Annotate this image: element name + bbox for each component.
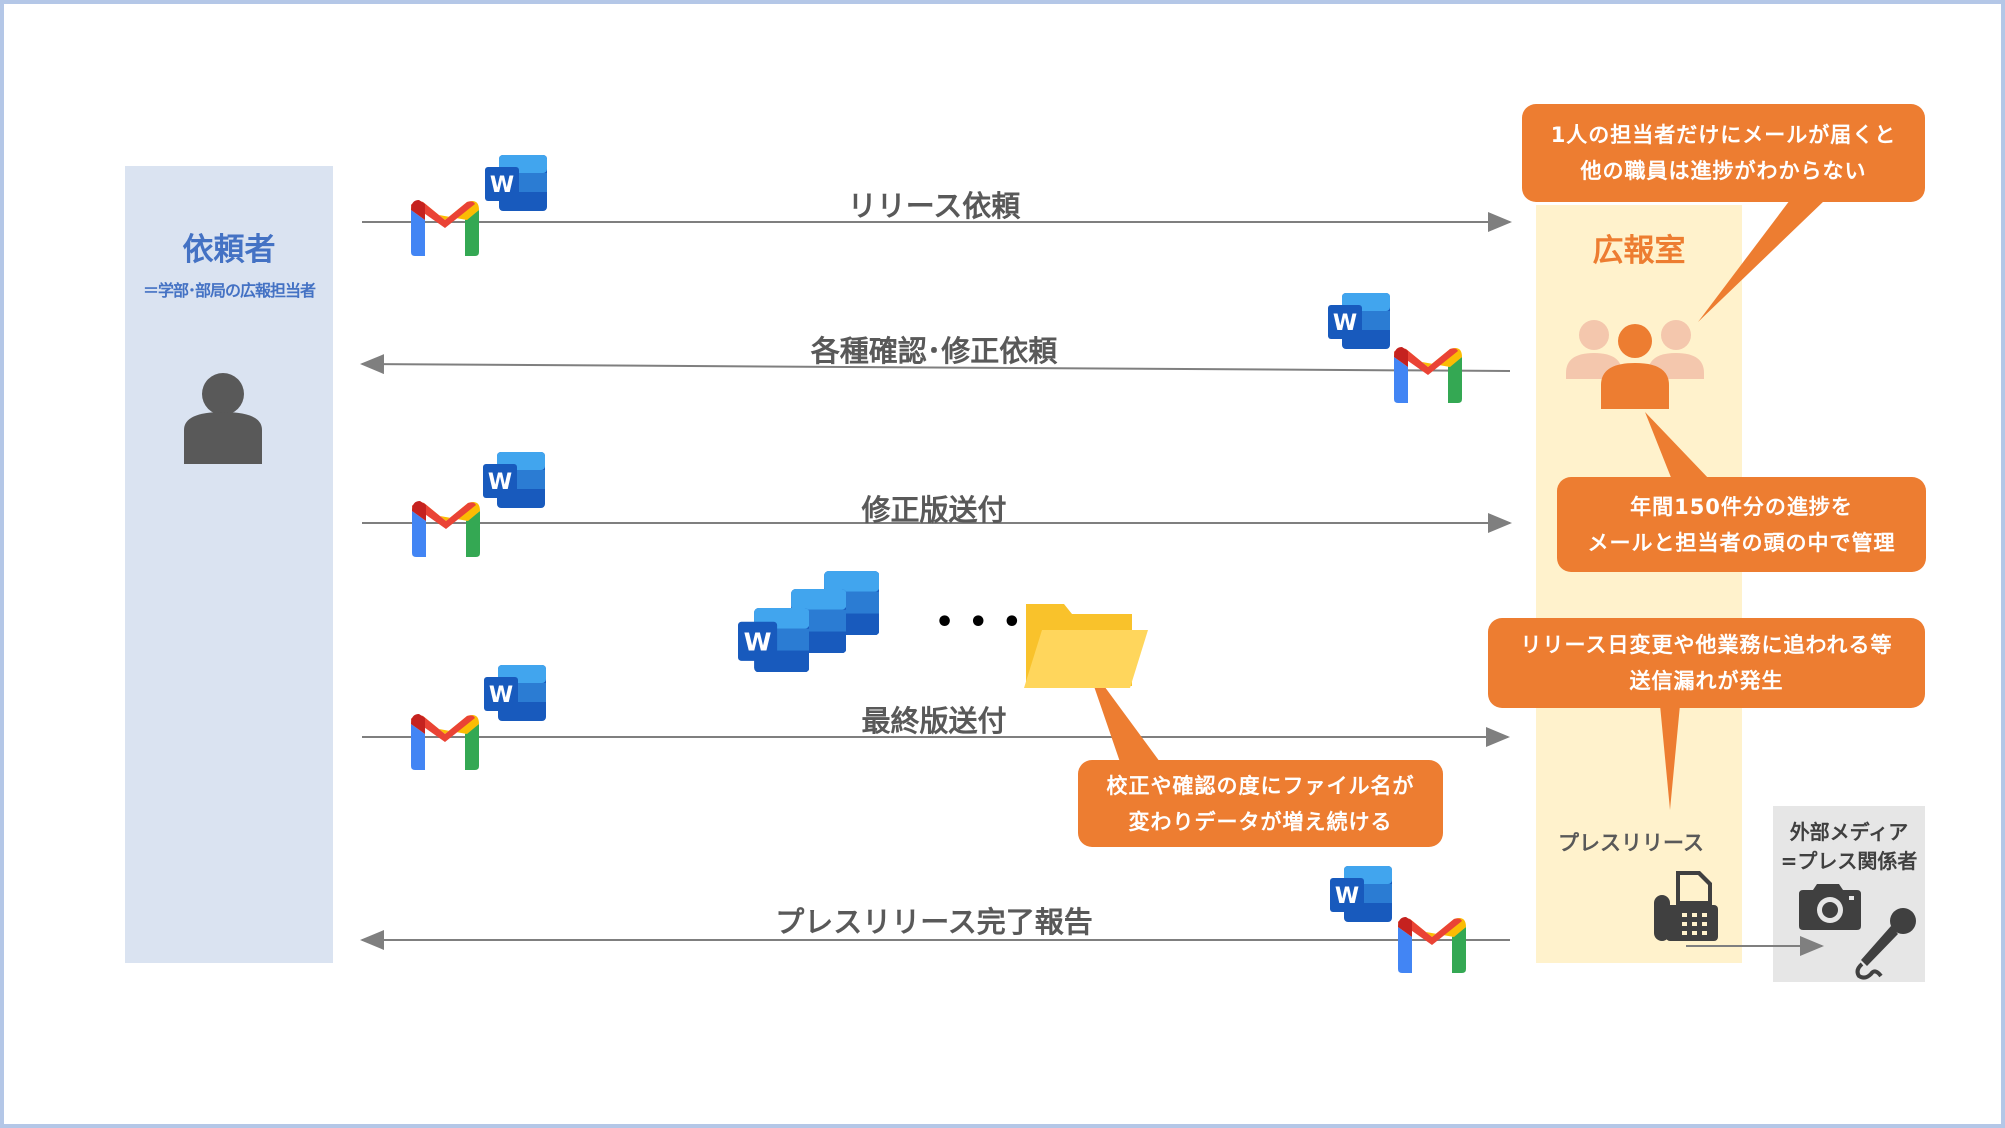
word-icon: W xyxy=(1330,866,1392,922)
office-title: 広報室 xyxy=(1592,233,1686,269)
flow-label-1: リリース依頼 xyxy=(847,189,1021,223)
callout-text: 校正や確認の度にファイル名が xyxy=(1106,773,1415,798)
word-icon: W xyxy=(483,452,545,508)
word-icon: W xyxy=(1328,293,1390,349)
svg-text:W: W xyxy=(744,628,772,657)
camera-icon xyxy=(1799,884,1861,930)
callout-annual-progress: 年間150件分の進捗をメールと担当者の頭の中で管理 xyxy=(1557,477,1926,572)
word-icon: W xyxy=(485,155,547,211)
callout-tail-1 xyxy=(1698,200,1825,322)
microphone-icon xyxy=(1855,908,1916,980)
flow-label-3: 修正版送付 xyxy=(861,493,1007,527)
requester-subtitle: ＝学部･部局の広報担当者 xyxy=(142,281,316,300)
svg-text:W: W xyxy=(1333,311,1357,336)
press-release-label: プレスリリース xyxy=(1558,831,1704,855)
callout-text: 変わりデータが増え続ける xyxy=(1128,809,1393,834)
gmail-icon xyxy=(1394,347,1462,403)
requester-title: 依頼者 xyxy=(182,232,276,268)
flow-label-4: 最終版送付 xyxy=(861,704,1007,738)
callout-tail-2 xyxy=(1645,412,1710,480)
callout-text: 他の職員は進捗がわからない xyxy=(1580,159,1867,183)
callout-send-omission: リリース日変更や他業務に追われる等送信漏れが発生 xyxy=(1488,618,1925,708)
fax-icon xyxy=(1654,871,1718,941)
office-panel: 広報室 プレスリリース xyxy=(1536,205,1742,963)
word-icon: W xyxy=(738,608,810,673)
gmail-icon xyxy=(1398,917,1466,973)
gmail-icon xyxy=(411,200,479,256)
flow-arrow-2 xyxy=(360,354,1511,375)
svg-text:W: W xyxy=(488,470,512,495)
requester-panel: 依頼者 ＝学部･部局の広報担当者 xyxy=(125,166,333,963)
person-icon xyxy=(184,373,262,464)
media-title-line2: =プレス関係者 xyxy=(1780,849,1918,873)
flow-label-2: 各種確認･修正依頼 xyxy=(810,334,1058,368)
callout-text: 送信漏れが発生 xyxy=(1629,669,1784,693)
gmail-icon xyxy=(412,501,480,557)
media-title-line1: 外部メディア xyxy=(1789,820,1909,844)
svg-text:W: W xyxy=(489,683,513,708)
ellipsis: • • • xyxy=(935,605,1024,640)
media-panel: 外部メディア =プレス関係者 xyxy=(1773,806,1925,982)
word-icon: W xyxy=(484,665,546,721)
callout-tail-3 xyxy=(1660,705,1680,810)
gmail-icon xyxy=(411,714,479,770)
callout-text: リリース日変更や他業務に追われる等 xyxy=(1520,633,1893,657)
svg-text:W: W xyxy=(1335,884,1359,909)
team-icon xyxy=(1566,320,1704,409)
flow-label-5: プレスリリース完了報告 xyxy=(775,905,1093,939)
callout-text: メールと担当者の頭の中で管理 xyxy=(1587,530,1896,555)
svg-text:W: W xyxy=(490,173,514,198)
callout-single-recipient: 1人の担当者だけにメールが届くと他の職員は進捗がわからない xyxy=(1522,104,1925,202)
callout-text: 1人の担当者だけにメールが届くと xyxy=(1550,123,1897,147)
callout-text: 年間150件分の進捗を xyxy=(1630,494,1853,519)
folder-icon xyxy=(1024,604,1148,688)
callout-file-names: 校正や確認の度にファイル名が変わりデータが増え続ける xyxy=(1078,760,1443,847)
